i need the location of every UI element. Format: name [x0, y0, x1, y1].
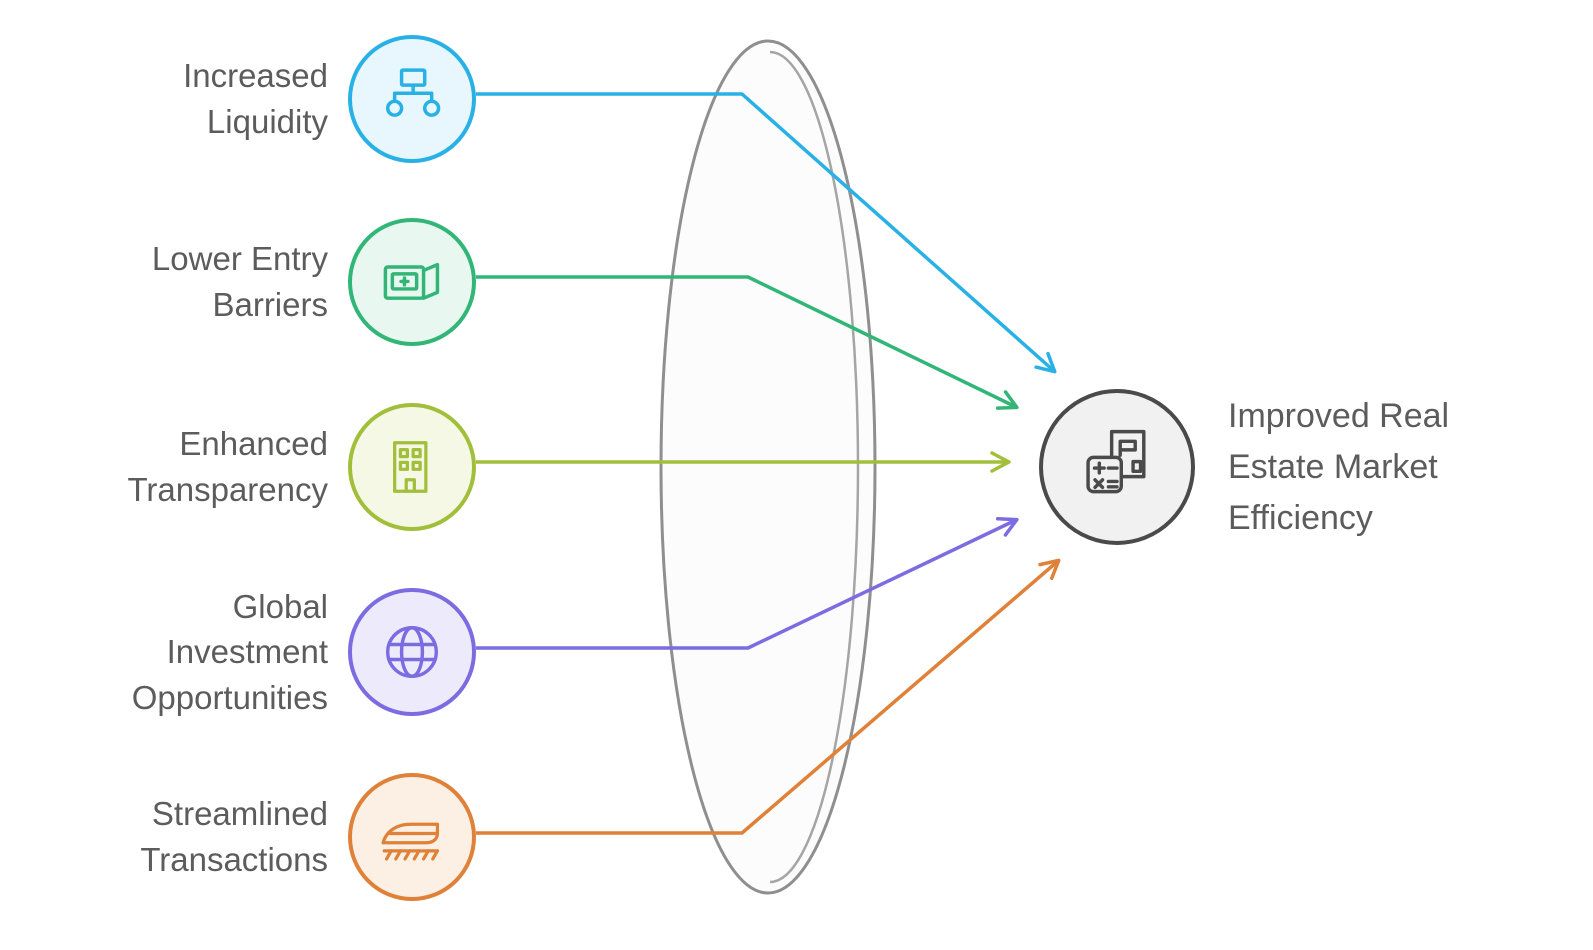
lens-inner-edge	[769, 50, 860, 884]
node-bubble-streamlined-transactions	[348, 773, 476, 901]
wallet-icon	[383, 262, 440, 300]
node-label-enhanced-transparency: Enhanced Transparency	[127, 425, 328, 508]
connector-lower-entry-barriers	[476, 275, 1019, 410]
node-bubble-enhanced-transparency	[348, 403, 476, 531]
target-bubble-improved-efficiency	[1039, 389, 1195, 545]
node-label-global-investment-opportunities: Global Investment Opportunities	[131, 587, 328, 716]
globe-icon	[385, 625, 439, 679]
node-bubble-increased-liquidity	[348, 35, 476, 163]
target-label-improved-efficiency: Improved Real Estate Market Efficiency	[1228, 396, 1450, 537]
connector-global-investment	[476, 517, 1019, 650]
connector-increased-liquidity	[476, 92, 1057, 374]
node-label-increased-liquidity: Increased Liquidity	[183, 57, 328, 140]
node-bubble-global-investment-opportunities	[348, 588, 476, 716]
lens-outline	[659, 39, 877, 895]
node-label-streamlined-transactions: Streamlined Transactions	[140, 795, 328, 878]
hierarchy-icon	[385, 68, 441, 117]
node-label-lower-entry-barriers: Lower Entry Barriers	[151, 240, 328, 323]
calculator-document-icon	[1086, 429, 1146, 494]
train-icon	[381, 822, 440, 861]
funnel-lens	[659, 39, 877, 895]
node-bubble-lower-entry-barriers	[348, 218, 476, 346]
building-icon	[393, 441, 428, 493]
connector-streamlined-transactions	[476, 558, 1061, 835]
